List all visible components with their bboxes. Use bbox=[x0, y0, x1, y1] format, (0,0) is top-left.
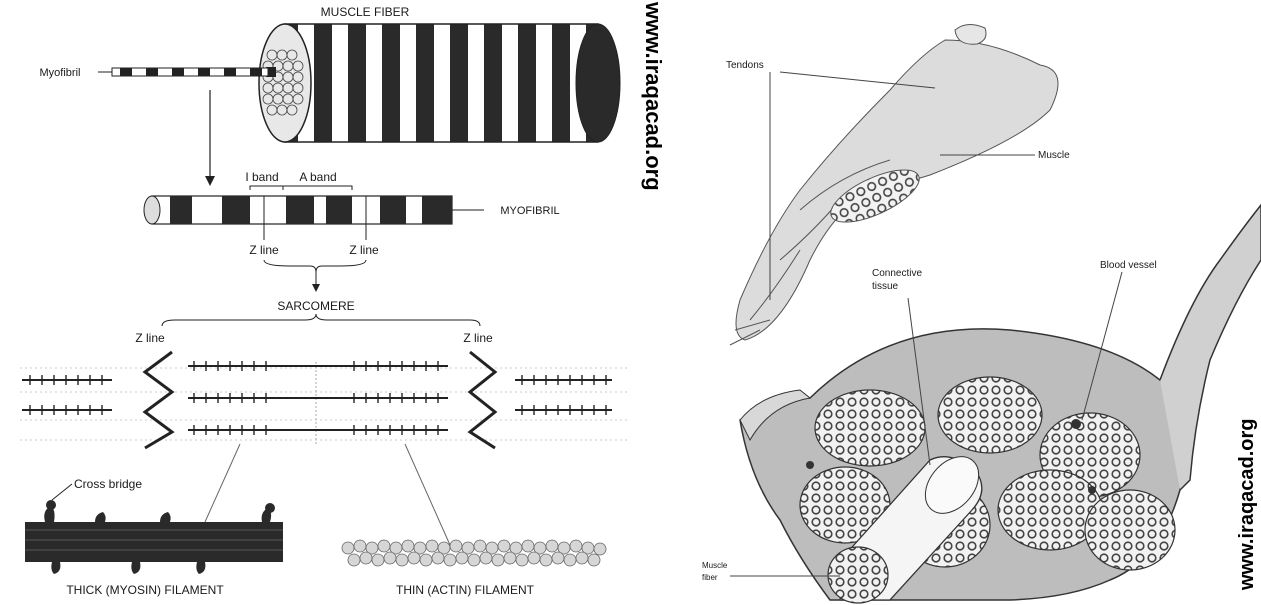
sarcomere-diagram: Myofibril MUSCLE FIBER I band A band MYO… bbox=[0, 0, 690, 605]
cross-bridge-label: Cross bridge bbox=[74, 477, 142, 491]
muscle-fiber-cylinder bbox=[259, 24, 620, 142]
watermark-top: www.iraqacad.org bbox=[640, 2, 666, 191]
muscle-fiber-label-line1: Muscle bbox=[702, 561, 728, 570]
connective-tissue-label-line1: Connective bbox=[872, 268, 922, 279]
thin-filament-label: THIN (ACTIN) FILAMENT bbox=[396, 583, 535, 597]
muscle-cross-section bbox=[740, 205, 1261, 603]
muscle-label: Muscle bbox=[1038, 150, 1070, 161]
connective-tissue-label-line2: tissue bbox=[872, 281, 899, 292]
tendons-label: Tendons bbox=[726, 60, 764, 71]
z-line-label-1: Z line bbox=[249, 243, 279, 257]
myofibril-bands bbox=[144, 196, 452, 224]
thick-myosin-filament bbox=[25, 500, 283, 574]
myofibril-right-label: MYOFIBRIL bbox=[500, 205, 559, 217]
sarcomere-label: SARCOMERE bbox=[277, 299, 354, 313]
muscle-fiber-label: MUSCLE FIBER bbox=[321, 5, 410, 19]
muscle-anatomy-illustration: Tendons Muscle Connective tissue Blood v… bbox=[690, 0, 1261, 605]
myofibril-left-label: Myofibril bbox=[40, 67, 81, 79]
sarcomere-filaments bbox=[20, 352, 630, 448]
watermark-right: www.iraqacad.org bbox=[1236, 418, 1259, 590]
thin-actin-filament bbox=[342, 540, 606, 566]
z-line-right-label: Z line bbox=[463, 331, 493, 345]
a-band-label: A band bbox=[299, 170, 336, 184]
z-line-label-2: Z line bbox=[349, 243, 379, 257]
myofibril-strand bbox=[98, 68, 268, 76]
muscle-with-tendons bbox=[730, 24, 1058, 345]
blood-vessel-label: Blood vessel bbox=[1100, 260, 1157, 271]
muscle-anatomy-panel: Tendons Muscle Connective tissue Blood v… bbox=[690, 0, 1261, 605]
thick-filament-label: THICK (MYOSIN) FILAMENT bbox=[66, 583, 224, 597]
i-band-label: I band bbox=[245, 170, 278, 184]
sarcomere-diagram-panel: Myofibril MUSCLE FIBER I band A band MYO… bbox=[0, 0, 690, 605]
muscle-fiber-label-line2: fiber bbox=[702, 573, 718, 582]
z-line-left-label: Z line bbox=[135, 331, 165, 345]
